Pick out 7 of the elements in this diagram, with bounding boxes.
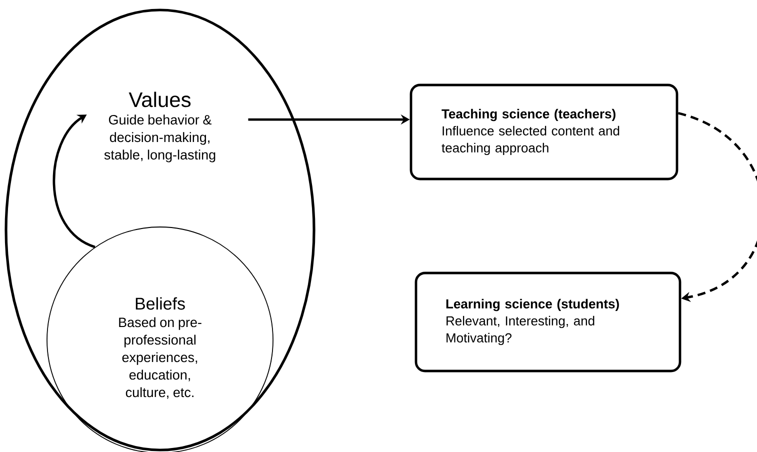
- label-text: Values Guide behavior & decision-making, stable, long-lasting: [104, 92, 216, 162]
- ellipse: [4, 8, 316, 452]
- process-box: Teaching science (teachers) Influence selected content and teaching approach: [410, 84, 678, 180]
- process-box: Learning science (students) Relevant, Interesting, and Motivating?: [414, 272, 682, 372]
- arrow: [678, 112, 757, 302]
- label-text: Beliefs Based on pre-professional experiences, education, culture, etc.: [119, 297, 202, 399]
- arrow: [52, 114, 96, 248]
